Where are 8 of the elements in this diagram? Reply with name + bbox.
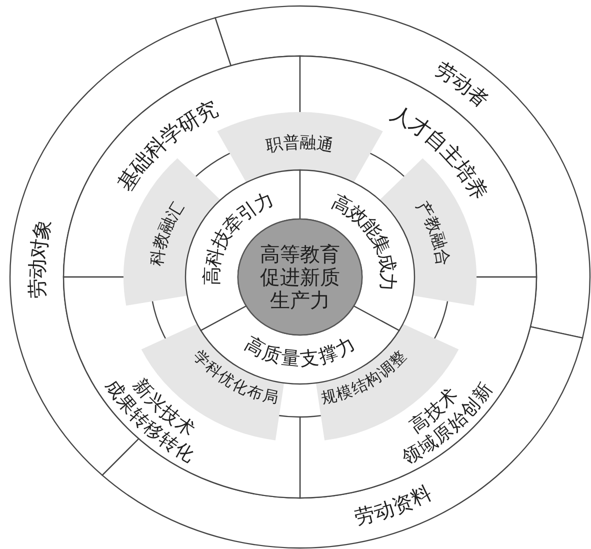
segment-label: 科教融汇: [146, 198, 188, 268]
segment-label: 产教融合: [412, 198, 454, 268]
segment-label: 劳动对象: [24, 216, 56, 300]
segment-label: 基础科学研究: [113, 96, 222, 196]
segment-label: 劳动资料: [352, 480, 436, 530]
segment-label: 高技术领域原始创新: [398, 378, 497, 468]
segment-label: 职普融通: [264, 132, 336, 155]
segment-label: 新兴技术成果转移转化: [101, 374, 200, 467]
